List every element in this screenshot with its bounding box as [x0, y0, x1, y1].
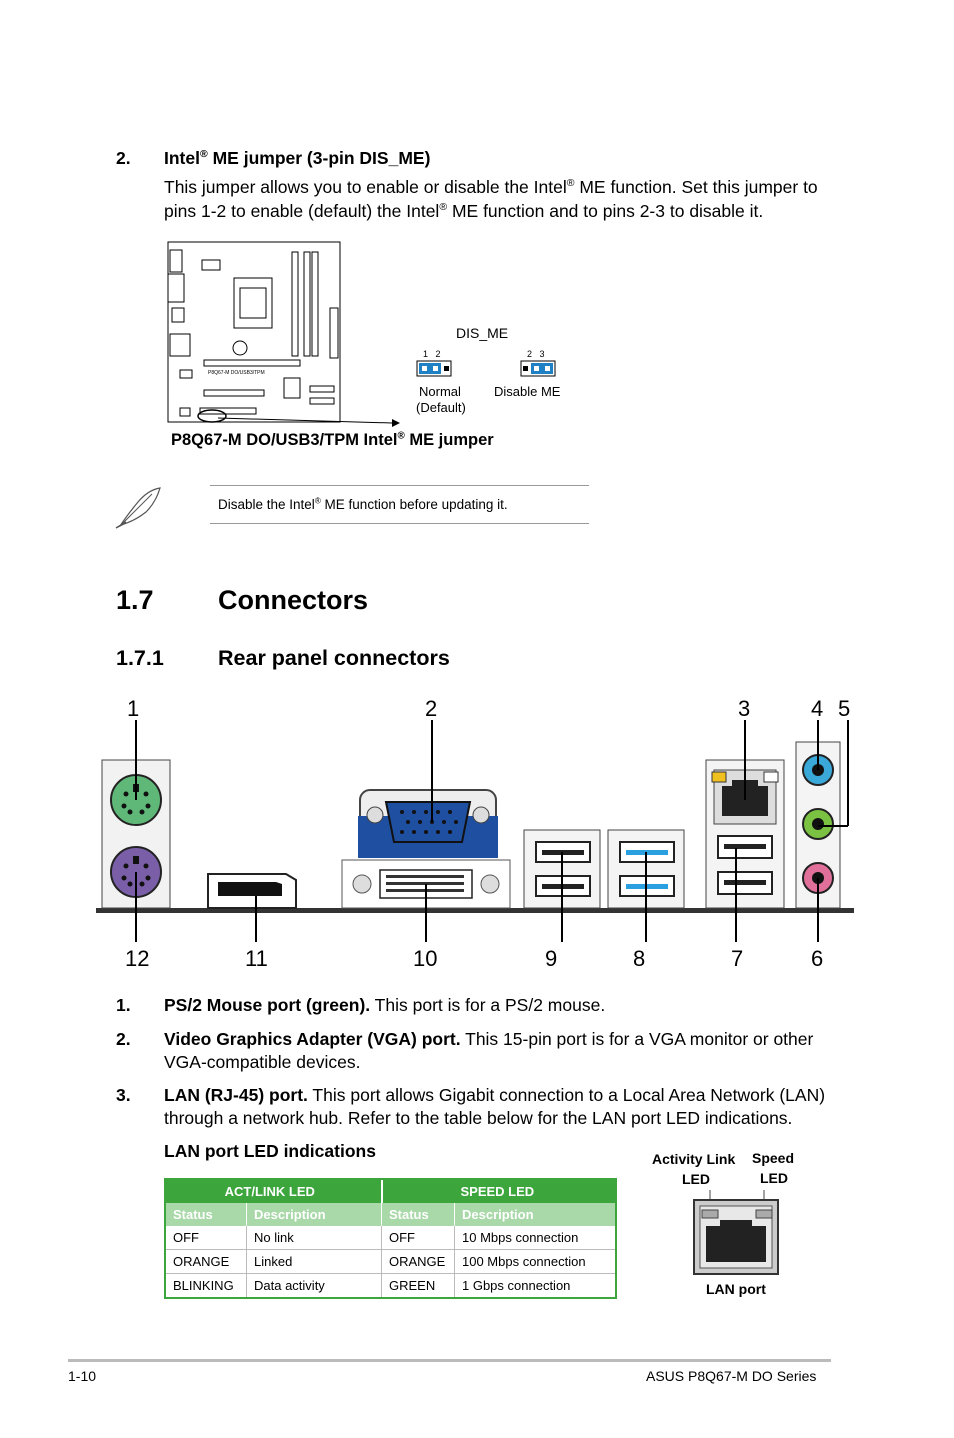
table-cell: Linked	[246, 1249, 382, 1274]
note-text: Disable the Intel® ME function before up…	[218, 496, 508, 512]
section-number: 1.7	[116, 585, 154, 615]
board-label: P8Q67-M DO/USB3/TPM	[208, 370, 265, 376]
note-feather-icon	[115, 487, 161, 529]
footer-rule	[68, 1359, 831, 1362]
table-cell: ORANGE	[173, 1254, 230, 1269]
table-row: ORANGE Linked ORANGE 100 Mbps connection	[166, 1249, 615, 1274]
lan-port-icon	[693, 1190, 779, 1275]
activity-led-label-1: Activity Link	[652, 1151, 736, 1167]
group-header-act: ACT/LINK LED	[224, 1184, 315, 1199]
callout-11: 11	[245, 946, 268, 971]
note-top-rule	[210, 485, 589, 486]
subsection-title: Rear panel connectors	[218, 646, 450, 670]
item-1: PS/2 Mouse port (green). This port is fo…	[164, 995, 606, 1015]
callout-8: 8	[633, 946, 646, 971]
pins-disable-label: 2 3	[527, 349, 545, 359]
item-3: LAN (RJ-45) port. This port allows Gigab…	[164, 1085, 826, 1105]
table-cell: OFF	[381, 1226, 455, 1250]
table-cell: BLINKING	[173, 1278, 234, 1293]
activity-led-label-2: LED	[682, 1171, 710, 1187]
callout-5: 5	[838, 696, 851, 721]
subsection-number: 1.7.1	[116, 646, 164, 670]
pins-normal-label: 1 2	[423, 349, 441, 359]
item-3-num: 3.	[116, 1085, 131, 1105]
table-cell: OFF	[173, 1230, 199, 1245]
table-cell: 100 Mbps connection	[454, 1249, 615, 1274]
item-2-num: 2.	[116, 1029, 131, 1049]
col-header: Status	[173, 1207, 213, 1222]
callout-2: 2	[425, 696, 438, 721]
callout-lines	[135, 720, 849, 942]
speed-led-label-1: Speed	[752, 1150, 795, 1166]
callout-4: 4	[811, 696, 824, 721]
callout-1: 1	[127, 696, 140, 721]
table-cell: 10 Mbps connection	[454, 1226, 615, 1250]
panel-baseline	[96, 908, 854, 913]
table-row: BLINKING Data activity GREEN 1 Gbps conn…	[166, 1273, 615, 1297]
col-header: Status	[381, 1203, 455, 1226]
led-heading: LAN port LED indications	[164, 1141, 376, 1161]
default-label: (Default)	[416, 400, 466, 415]
jumper-desc-1: This jumper allows you to enable or disa…	[164, 177, 818, 197]
callout-3: 3	[738, 696, 751, 721]
jumper-heading: Intel® ME jumper (3-pin DIS_ME)	[164, 148, 431, 168]
footer-title: ASUS P8Q67-M DO Series	[646, 1368, 817, 1384]
callout-7: 7	[731, 946, 744, 971]
callout-9: 9	[545, 946, 558, 971]
table-cell: ORANGE	[381, 1249, 455, 1274]
disable-me-label: Disable ME	[494, 384, 561, 399]
lan-port-label: LAN port	[706, 1281, 766, 1297]
col-header: Description	[454, 1203, 615, 1226]
motherboard-diagram: P8Q67-M DO/USB3/TPM	[167, 241, 400, 427]
group-header-speed: SPEED LED	[380, 1180, 615, 1203]
footer-page-number: 1-10	[68, 1368, 97, 1384]
item-3-cont: through a network hub. Refer to the tabl…	[164, 1108, 793, 1128]
dis-me-label: DIS_ME	[456, 325, 509, 341]
speed-led-label-2: LED	[760, 1170, 788, 1186]
table-cell: GREEN	[381, 1273, 455, 1297]
displayport	[207, 873, 297, 909]
jumper-num: 2.	[116, 148, 131, 168]
table-cell: No link	[246, 1226, 382, 1250]
vga-port	[358, 789, 498, 858]
led-table: ACT/LINK LED SPEED LED Status Descriptio…	[164, 1178, 617, 1299]
table-row: OFF No link OFF 10 Mbps connection	[166, 1226, 615, 1250]
col-header: Description	[246, 1203, 382, 1226]
callout-12: 12	[125, 946, 150, 971]
callout-10: 10	[413, 946, 438, 971]
table-cell: 1 Gbps connection	[454, 1273, 615, 1297]
rear-panel-diagram	[96, 720, 854, 942]
item-1-num: 1.	[116, 995, 131, 1015]
callout-6: 6	[811, 946, 824, 971]
note-bottom-rule	[210, 523, 589, 524]
table-cell: Data activity	[246, 1273, 382, 1297]
jumper-pins	[416, 360, 556, 377]
item-2: Video Graphics Adapter (VGA) port. This …	[164, 1029, 814, 1049]
normal-label: Normal	[419, 384, 461, 399]
section-title: Connectors	[218, 585, 369, 615]
item-2-cont: VGA-compatible devices.	[164, 1052, 361, 1072]
jumper-caption: P8Q67-M DO/USB3/TPM Intel® ME jumper	[171, 430, 494, 449]
jumper-desc-2: pins 1-2 to enable (default) the Intel® …	[164, 201, 764, 221]
